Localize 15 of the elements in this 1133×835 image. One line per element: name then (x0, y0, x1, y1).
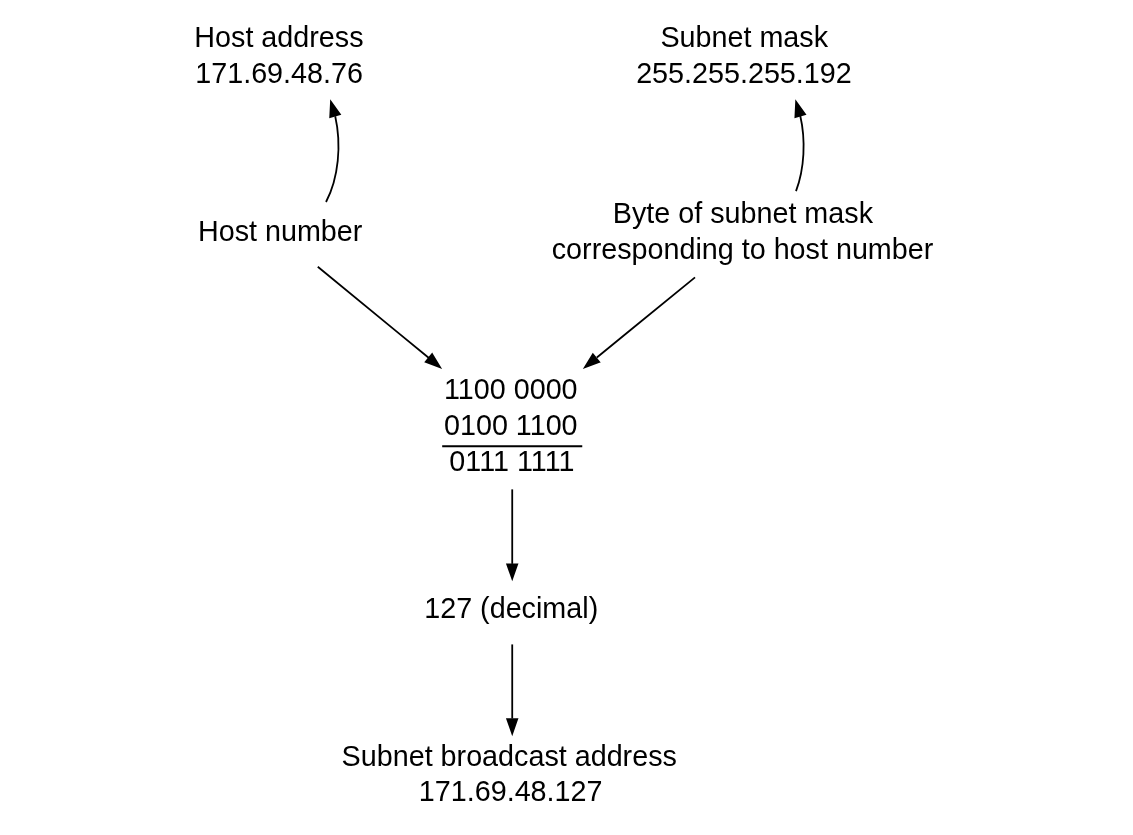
node-text: Subnet broadcast address 171.69.48.127 (341, 739, 677, 808)
node-label: 0100 1100 (443, 409, 578, 442)
node-label: 0111 1111 (448, 445, 574, 478)
node-text: Host address 171.69.48.76 (193, 21, 364, 90)
arrow (505, 643, 518, 737)
arrow (505, 488, 518, 582)
arrow (324, 99, 341, 203)
arrow (316, 265, 442, 369)
arrow (582, 276, 696, 369)
node-label: 1100 0000 (443, 373, 578, 406)
arrow (793, 99, 806, 193)
node-text: 127 (decimal) (423, 592, 598, 625)
node-text: Subnet mask 255.255.255.192 (635, 21, 852, 90)
node-text: Host number (197, 215, 362, 248)
node-text: Byte of subnet mask corresponding to host number (551, 197, 933, 266)
